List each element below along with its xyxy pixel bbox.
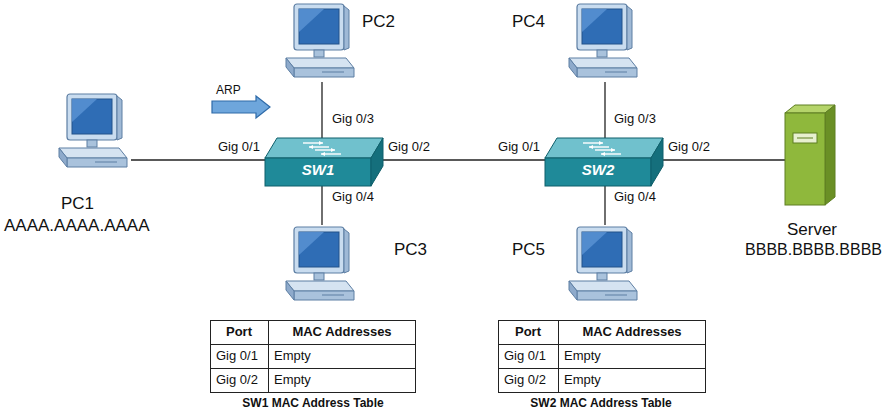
device-name: Server bbox=[787, 220, 837, 240]
pc-icon: PC4 bbox=[565, 2, 641, 82]
node-shape bbox=[55, 92, 131, 172]
table-cell: Gig 0/2 bbox=[216, 373, 258, 388]
network-link bbox=[321, 82, 322, 138]
pc-icon: PC2 bbox=[282, 2, 358, 82]
mac-address: AAAA.AAAA.AAAA bbox=[4, 216, 150, 236]
node-shape bbox=[565, 225, 641, 305]
device-name: SW1 bbox=[302, 161, 335, 178]
table-cell: Empty bbox=[564, 349, 601, 364]
switch-box: SW1 bbox=[265, 138, 383, 186]
switch-box: SW2 bbox=[545, 138, 663, 186]
table-cell: Empty bbox=[274, 373, 311, 388]
server-icon: ServerBBBB.BBBB.BBBB bbox=[785, 105, 835, 205]
table-cell: Empty bbox=[274, 349, 311, 364]
network-link bbox=[383, 159, 545, 160]
table-header: Port bbox=[226, 325, 252, 340]
network-link bbox=[663, 159, 785, 160]
node-shape bbox=[282, 2, 358, 82]
arp-arrow bbox=[212, 96, 270, 118]
port-label: Gig 0/3 bbox=[332, 112, 374, 127]
mac-table-grid bbox=[211, 321, 416, 393]
port-label: Gig 0/3 bbox=[614, 112, 656, 127]
pc-icon: PC1AAAA.AAAA.AAAA bbox=[55, 92, 131, 172]
mac-table-grid bbox=[499, 321, 706, 393]
port-label: Gig 0/2 bbox=[668, 140, 710, 155]
port-label: Gig 0/4 bbox=[614, 190, 656, 205]
table-cell: Empty bbox=[564, 373, 601, 388]
device-name: SW2 bbox=[582, 161, 615, 178]
table-cell: Gig 0/1 bbox=[504, 349, 546, 364]
port-label: Gig 0/4 bbox=[332, 190, 374, 205]
node-shape bbox=[565, 2, 641, 82]
node-shape bbox=[785, 105, 835, 205]
packet-label: ARP bbox=[216, 84, 241, 98]
network-link bbox=[604, 186, 605, 225]
port-label: Gig 0/2 bbox=[388, 140, 430, 155]
table-header: MAC Addresses bbox=[292, 325, 391, 340]
table-cell: Gig 0/2 bbox=[504, 373, 546, 388]
mac-address: BBBB.BBBB.BBBB bbox=[745, 241, 882, 259]
table-cell: Gig 0/1 bbox=[216, 349, 258, 364]
table-header: MAC Addresses bbox=[582, 325, 681, 340]
device-name: PC5 bbox=[512, 240, 545, 260]
port-label: Gig 0/1 bbox=[498, 140, 540, 155]
device-name: PC1 bbox=[61, 194, 94, 214]
device-name: PC3 bbox=[394, 240, 427, 260]
device-name: PC2 bbox=[362, 12, 395, 32]
network-link bbox=[321, 186, 322, 225]
network-link bbox=[604, 82, 605, 138]
device-name: PC4 bbox=[512, 12, 545, 32]
table-caption: SW1 MAC Address Table bbox=[242, 397, 383, 411]
pc-icon: PC5 bbox=[565, 225, 641, 305]
network-link bbox=[131, 159, 265, 160]
table-caption: SW2 MAC Address Table bbox=[530, 397, 671, 411]
port-label: Gig 0/1 bbox=[218, 140, 260, 155]
pc-icon: PC3 bbox=[282, 225, 358, 305]
node-shape bbox=[282, 225, 358, 305]
table-header: Port bbox=[515, 325, 541, 340]
